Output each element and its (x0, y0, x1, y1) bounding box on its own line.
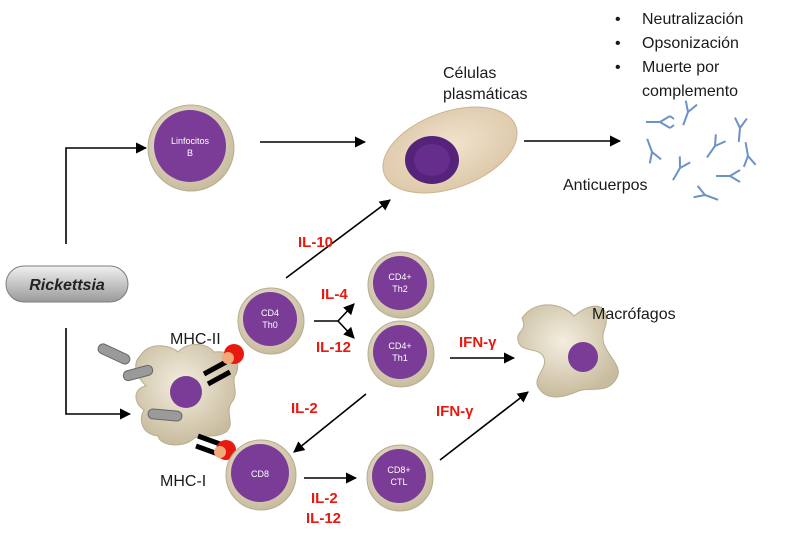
function-item: Opsonización (615, 32, 770, 56)
ifn-gamma-th1-label: IFN-γ (459, 334, 497, 351)
rickettsia-label: Rickettsia (29, 277, 105, 294)
rickettsia-node: Rickettsia (5, 265, 129, 303)
cd8-line1: CD8 (251, 469, 269, 479)
th0-fork-arrows (314, 303, 355, 339)
il2-ctl-label: IL-2 (311, 490, 338, 507)
cd4-th1-line2: Th1 (392, 353, 408, 363)
antibodies-icon (646, 100, 757, 201)
arrow-ctl-to-macrophage (439, 391, 529, 461)
il4-label: IL-4 (321, 286, 348, 303)
b-cell-line1: Linfocitos (171, 136, 210, 146)
cd4-th2-line1: CD4+ (388, 272, 411, 282)
cd4-th0-line1: CD4 (261, 308, 279, 318)
cd4-th1-line1: CD4+ (388, 341, 411, 351)
plasma-cell (382, 106, 518, 194)
plasma-label-2: plasmáticas (443, 86, 527, 103)
macrophages-label: Macrófagos (592, 306, 676, 323)
cd8-ctl-line1: CD8+ (387, 465, 410, 475)
mhc-i-label: MHC-I (160, 473, 206, 490)
mhc-ii-label: MHC-II (170, 331, 221, 348)
cd4-th0-cell: CD4 Th0 (237, 287, 305, 355)
cd4-th1-cell: CD4+ Th1 (367, 320, 435, 388)
il2-to-cd8-label: IL-2 (291, 400, 318, 417)
arrow-th1-to-cd8 (293, 393, 367, 453)
antigen-presenting-cell (97, 343, 239, 446)
function-item: Neutralización (615, 8, 770, 32)
cd4-th2-cell: CD4+ Th2 (367, 251, 435, 319)
cd8-cell: CD8 (225, 439, 297, 511)
ifn-gamma-ctl-label: IFN-γ (436, 403, 474, 420)
plasma-label-1: Células (443, 65, 496, 82)
antibody-functions-list: Neutralización Opsonización Muerte por c… (615, 8, 770, 104)
function-item: Muerte por complemento (615, 56, 770, 104)
b-lymphocyte-cell: Linfocitos B (147, 104, 235, 192)
mhc-i-receptor (195, 433, 236, 460)
cd8-ctl-cell: CD8+ CTL (366, 444, 434, 512)
macrophage-cell (517, 304, 619, 398)
il10-label: IL-10 (298, 234, 333, 251)
mhc-ii-receptor (202, 344, 244, 387)
il12-ctl-label: IL-12 (306, 510, 341, 527)
il12-label: IL-12 (316, 339, 351, 356)
rickettsia-connectors (65, 142, 148, 420)
arrow-th0-to-plasma (285, 199, 391, 279)
cd8-ctl-line2: CTL (390, 477, 407, 487)
antibodies-label: Anticuerpos (563, 177, 648, 194)
cd4-th2-line2: Th2 (392, 284, 408, 294)
b-cell-line2: B (187, 148, 193, 158)
cd4-th0-line2: Th0 (262, 320, 278, 330)
